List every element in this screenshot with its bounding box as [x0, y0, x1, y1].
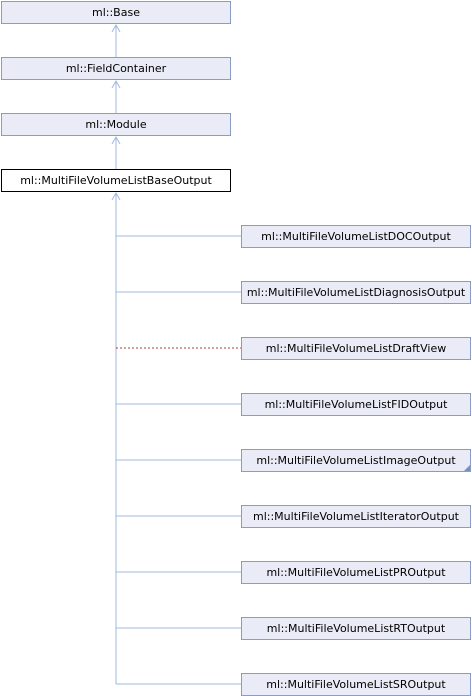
edge-arrowhead	[111, 191, 121, 201]
node-label: ml::MultiFileVolumeListDiagnosisOutput	[246, 286, 466, 299]
node-label: ml::MultiFileVolumeListDOCOutput	[261, 230, 451, 243]
edge-arrowhead	[111, 135, 121, 145]
node-label: ml::FieldContainer	[65, 62, 167, 75]
node-derived-class[interactable]: ml::MultiFileVolumeListDraftView	[241, 337, 471, 360]
node-label: ml::MultiFileVolumeListPROutput	[266, 566, 446, 579]
edge-arrowhead	[111, 79, 121, 89]
node-label: ml::MultiFileVolumeListIteratorOutput	[253, 510, 459, 523]
node-label: ml::MultiFileVolumeListSROutput	[266, 678, 446, 691]
node-derived-class[interactable]: ml::MultiFileVolumeListRTOutput	[241, 617, 471, 640]
node-derived-class[interactable]: ml::MultiFileVolumeListSROutput	[241, 673, 471, 696]
node-derived-class[interactable]: ml::MultiFileVolumeListFIDOutput	[241, 393, 471, 416]
node-label: ml::MultiFileVolumeListRTOutput	[266, 622, 446, 635]
node-ml-module[interactable]: ml::Module	[1, 113, 231, 136]
node-derived-class[interactable]: ml::MultiFileVolumeListIteratorOutput	[241, 505, 471, 528]
node-derived-class[interactable]: ml::MultiFileVolumeListImageOutput	[241, 449, 471, 472]
node-derived-class[interactable]: ml::MultiFileVolumeListDiagnosisOutput	[241, 281, 471, 304]
node-label: ml::MultiFileVolumeListImageOutput	[256, 454, 456, 467]
node-label: ml::Module	[85, 118, 147, 131]
node-ml-base[interactable]: ml::Base	[1, 1, 231, 24]
edge-arrowhead	[111, 23, 121, 33]
node-derived-class[interactable]: ml::MultiFileVolumeListDOCOutput	[241, 225, 471, 248]
node-label: ml::MultiFileVolumeListBaseOutput	[20, 174, 212, 187]
node-label: ml::MultiFileVolumeListDraftView	[265, 342, 447, 355]
node-ml-fieldcontainer[interactable]: ml::FieldContainer	[1, 57, 231, 80]
node-current-class: ml::MultiFileVolumeListBaseOutput	[1, 169, 231, 192]
node-label: ml::MultiFileVolumeListFIDOutput	[264, 398, 448, 411]
node-derived-class[interactable]: ml::MultiFileVolumeListPROutput	[241, 561, 471, 584]
node-label: ml::Base	[92, 6, 140, 19]
